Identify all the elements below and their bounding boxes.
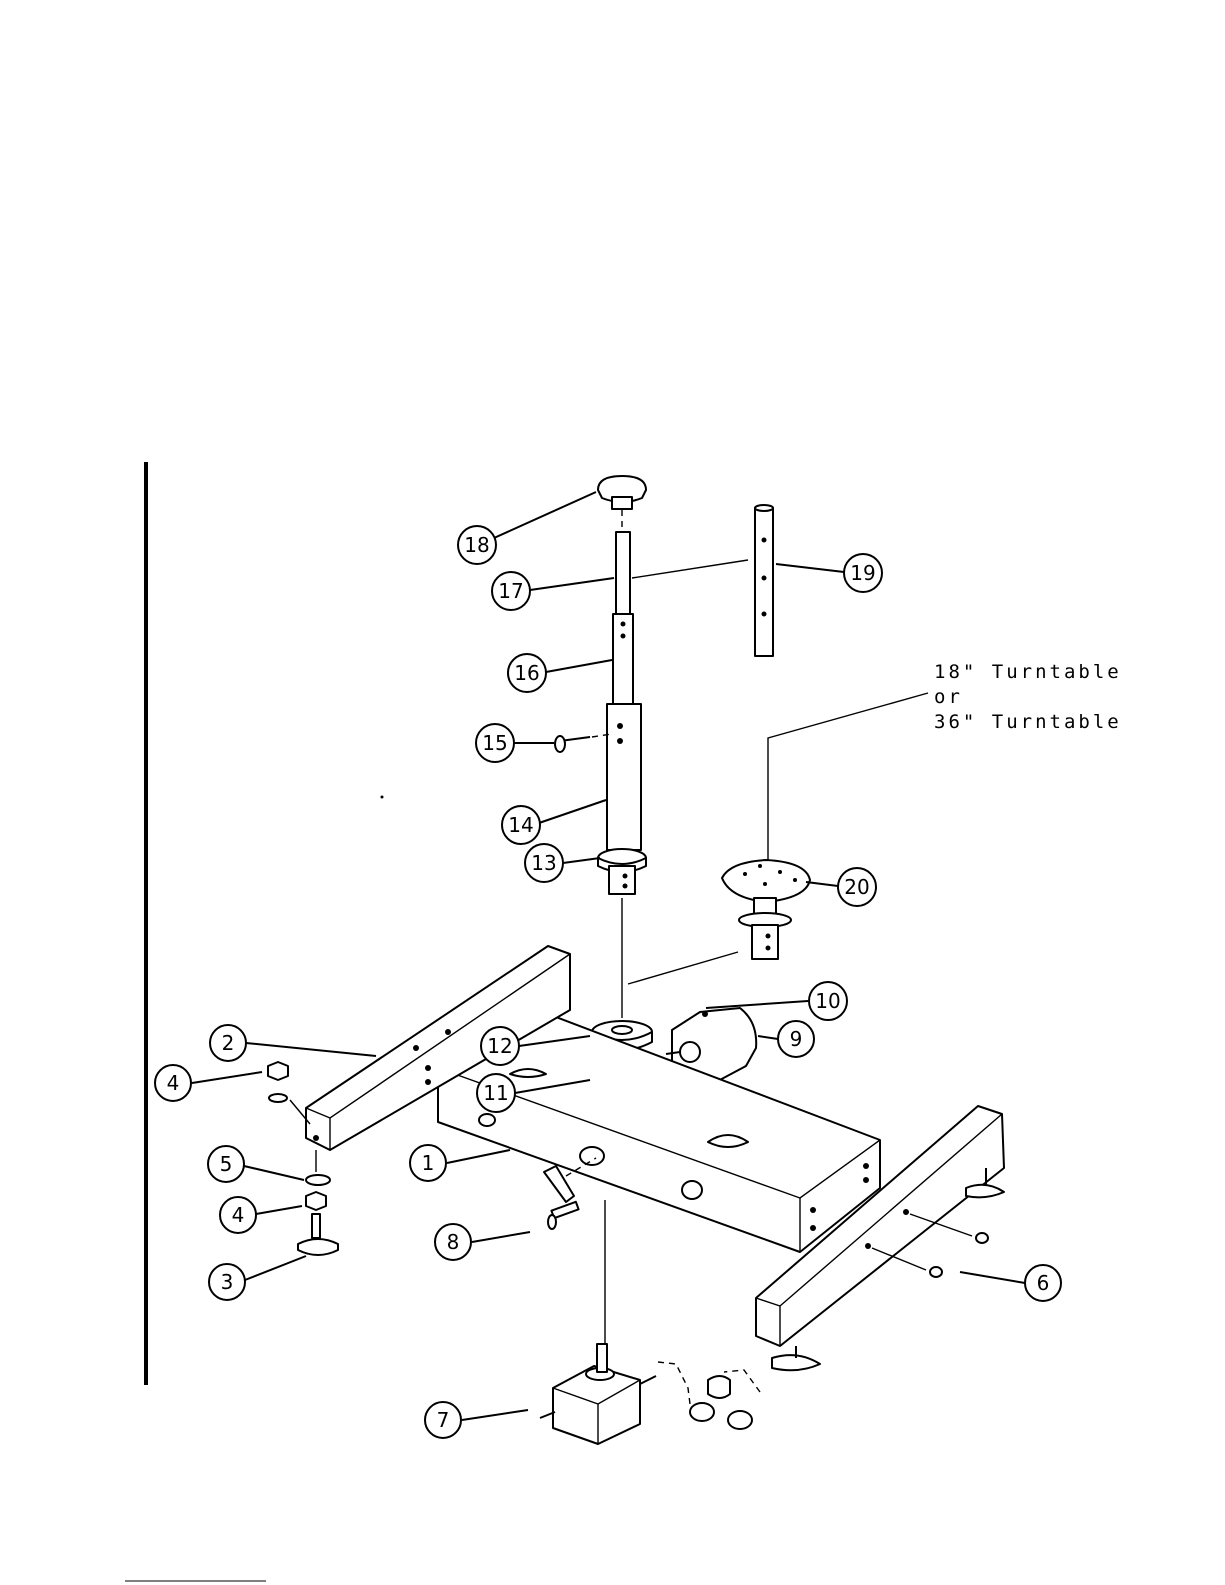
callout-19: 19: [776, 554, 882, 592]
callout-label-8: 8: [447, 1230, 460, 1254]
callout-label-4b: 4: [232, 1203, 245, 1227]
callout-2: 2: [210, 1025, 376, 1061]
callout-16: 16: [508, 654, 612, 692]
middle-tube: [613, 614, 633, 706]
callout-label-9: 9: [790, 1027, 803, 1051]
callout-18: 18: [458, 492, 596, 564]
column-assembly: [555, 476, 646, 1018]
callout-label-15: 15: [482, 731, 507, 755]
callout-4-upper: 4: [155, 1065, 262, 1101]
callout-15: 15: [476, 724, 554, 762]
callout-label-19: 19: [850, 561, 875, 585]
note-line-3: 36" Turntable: [934, 711, 1122, 733]
callout-7: 7: [425, 1402, 528, 1438]
callout-6: 6: [960, 1265, 1061, 1301]
callouts: 1 2 3 4 4 5: [155, 492, 1061, 1438]
callout-5: 5: [208, 1146, 304, 1182]
callout-label-17: 17: [498, 579, 523, 603]
callout-label-10: 10: [815, 989, 840, 1013]
callout-label-4a: 4: [167, 1071, 180, 1095]
callout-8: 8: [435, 1224, 530, 1260]
callout-label-2: 2: [222, 1031, 235, 1055]
leveler-hardware: [268, 1062, 338, 1255]
callout-label-6: 6: [1037, 1271, 1050, 1295]
note-leader: [768, 693, 928, 876]
callout-1: 1: [410, 1145, 510, 1181]
callout-label-13: 13: [531, 851, 556, 875]
top-tube: [616, 532, 630, 617]
callout-label-11: 11: [483, 1081, 508, 1105]
callout-label-16: 16: [514, 661, 539, 685]
turntable: [628, 860, 810, 984]
callout-17: 17: [492, 572, 614, 610]
callout-20: 20: [806, 868, 876, 906]
callout-label-12: 12: [487, 1034, 512, 1058]
callout-label-5: 5: [220, 1152, 233, 1176]
callout-3: 3: [209, 1256, 306, 1300]
callout-13: 13: [525, 844, 600, 882]
callout-label-20: 20: [844, 875, 869, 899]
note-line-1: 18" Turntable: [934, 661, 1122, 683]
callout-label-1: 1: [422, 1151, 435, 1175]
callout-9: 9: [758, 1021, 814, 1057]
note-line-2: or: [934, 686, 963, 708]
gearbox: [540, 1200, 760, 1444]
callout-14: 14: [502, 800, 606, 844]
callout-label-3: 3: [221, 1270, 234, 1294]
knob-stem: [612, 497, 632, 509]
callout-label-14: 14: [508, 813, 533, 837]
callout-4-lower: 4: [220, 1197, 302, 1233]
turntable-note: 18" Turntable or 36" Turntable: [934, 661, 1122, 733]
callout-label-7: 7: [437, 1408, 450, 1432]
callout-label-18: 18: [464, 533, 489, 557]
extension-tube: [632, 505, 773, 656]
lower-tube: [607, 704, 641, 850]
